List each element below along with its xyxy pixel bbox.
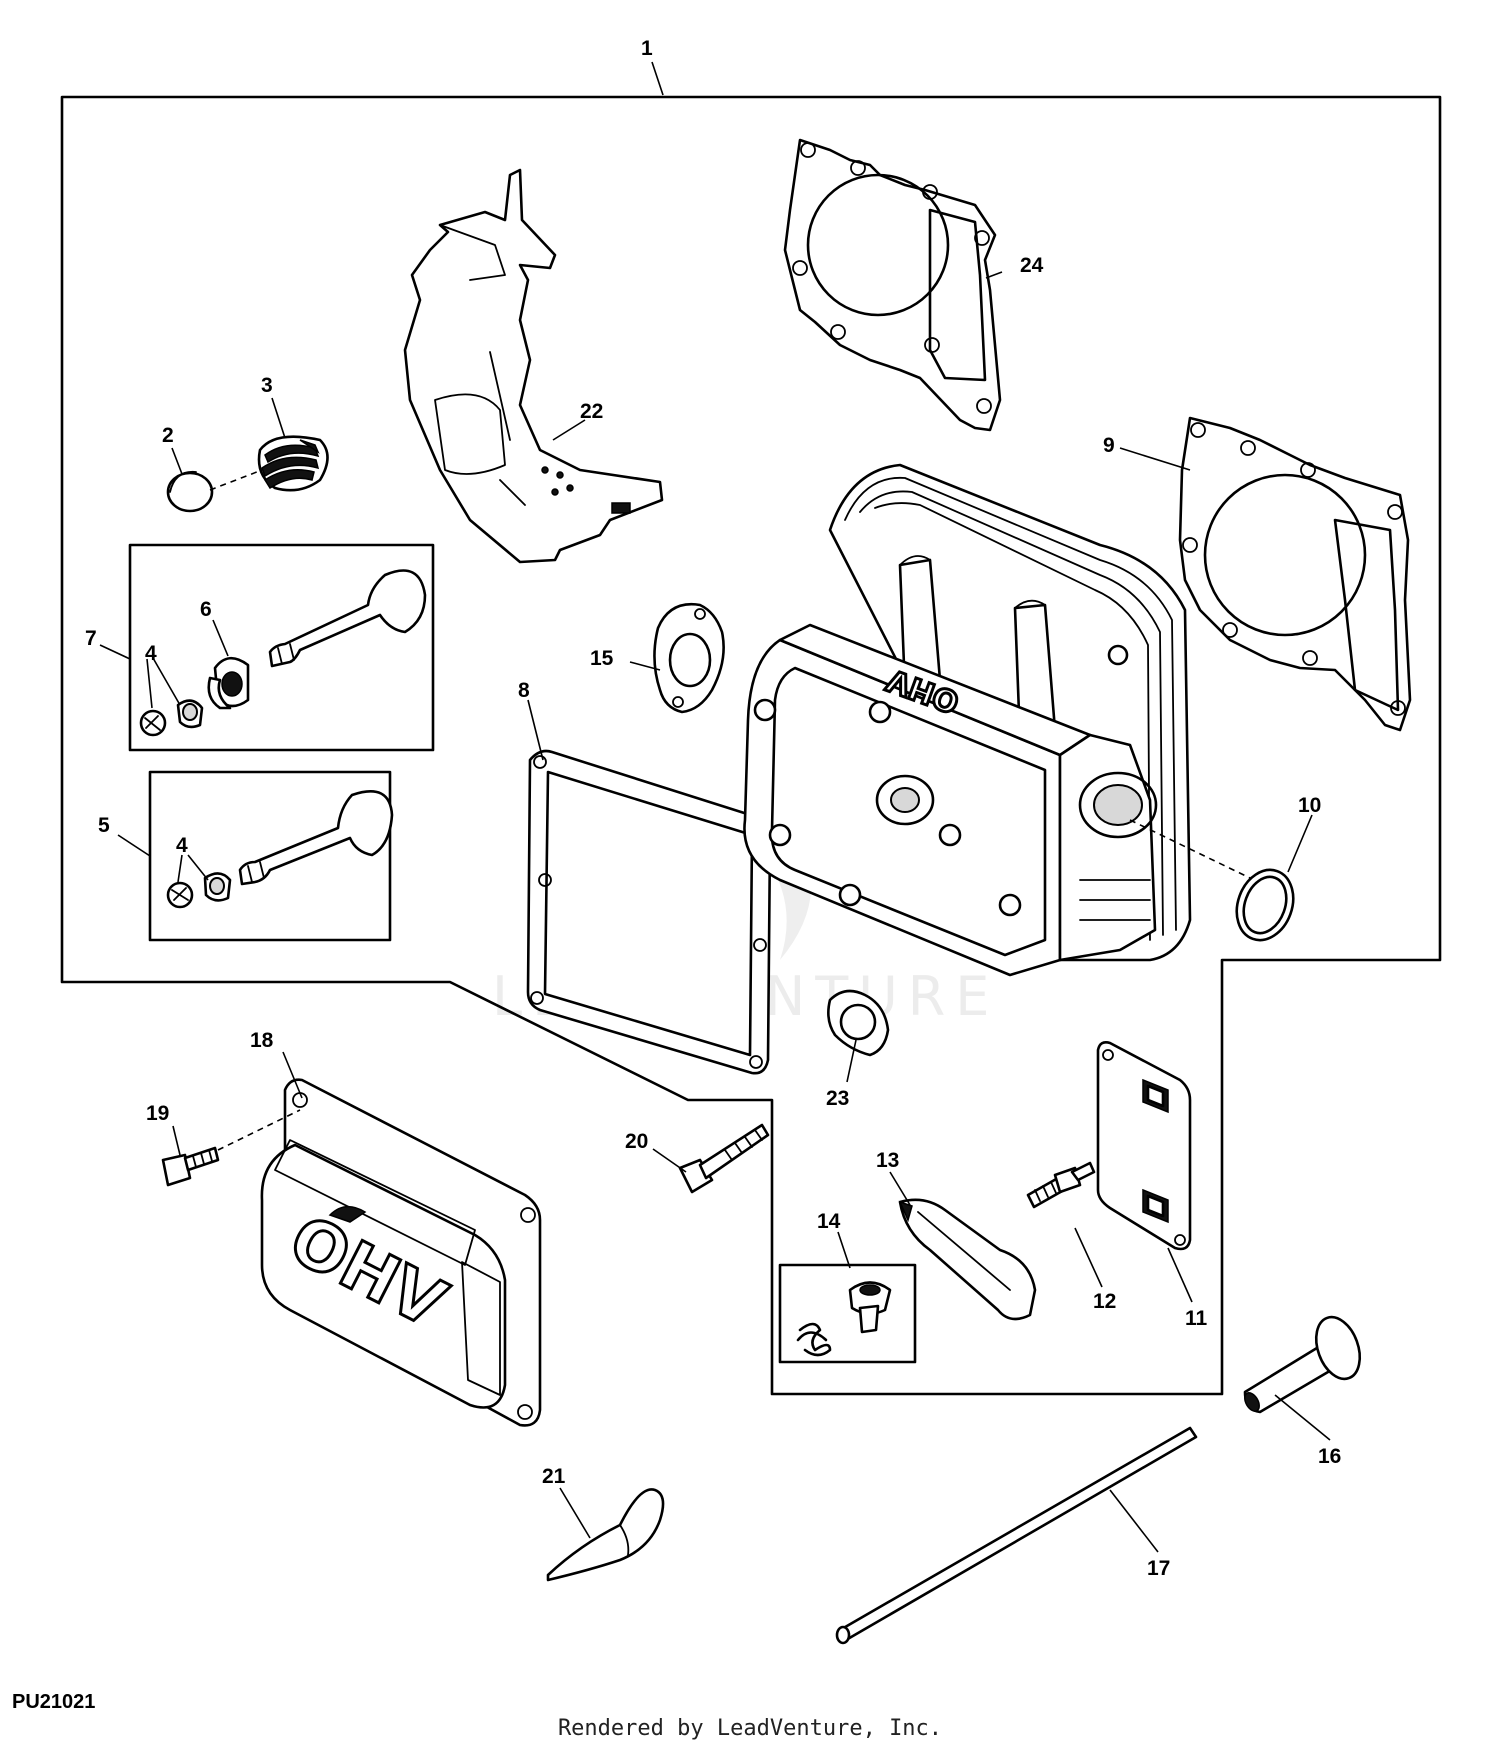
callout-16: 16	[1318, 1445, 1341, 1468]
rocker-arm-13	[898, 1198, 1037, 1321]
assembly-boundary	[60, 95, 1442, 1396]
push-rod-17	[835, 1426, 1198, 1645]
air-guide-22	[403, 168, 664, 564]
callout-23: 23	[826, 1087, 849, 1110]
spring-subassembly-box-14	[778, 1263, 917, 1364]
install-line-10	[1129, 819, 1251, 879]
valve-spring-3	[257, 435, 329, 492]
leader-lines	[99, 61, 1331, 1553]
callout-15: 15	[590, 647, 614, 670]
valve-keepers-4a	[139, 699, 204, 737]
bolt-20	[678, 1123, 770, 1194]
spring-14	[796, 1322, 832, 1357]
callout-19: 19	[146, 1102, 169, 1125]
install-line-19	[217, 1109, 301, 1151]
callout-24: 24	[1020, 254, 1044, 277]
o-ring-10	[1235, 868, 1295, 942]
callout-14: 14	[817, 1210, 841, 1233]
cylinder-head: OHV	[743, 463, 1192, 977]
callout-8: 8	[518, 679, 530, 702]
screw-19	[161, 1146, 220, 1187]
guide-plate-11	[1096, 1041, 1192, 1251]
head-gasket-24	[783, 138, 1002, 432]
valve-keepers-4b	[166, 872, 232, 909]
callout-10: 10	[1298, 794, 1321, 817]
callout-21: 21	[542, 1465, 566, 1488]
exhaust-valve	[238, 790, 394, 886]
callout-4a: 4	[145, 642, 157, 665]
tappet-16	[1243, 1315, 1362, 1414]
render-credit: Rendered by LeadVenture, Inc.	[557, 1716, 943, 1741]
callout-7: 7	[85, 627, 97, 650]
callout-2: 2	[162, 424, 174, 447]
exhaust-gasket-23	[827, 989, 890, 1057]
intake-valve	[268, 569, 427, 668]
callout-20: 20	[625, 1130, 648, 1153]
plug-2	[166, 470, 214, 513]
callout-12: 12	[1093, 1290, 1116, 1313]
pivot-14	[848, 1281, 892, 1334]
rocker-cover-18: OHV	[260, 1078, 542, 1427]
callout-9: 9	[1103, 434, 1115, 457]
head-gasket-9	[1178, 416, 1412, 732]
figure-id: PU21021	[12, 1691, 95, 1713]
rocker-stud-12	[1026, 1161, 1096, 1209]
callout-labels: 1 2 3 4 4 5 6 7 8 9 10 11 12 13 14 15 16…	[85, 37, 1341, 1580]
callout-18: 18	[250, 1029, 274, 1052]
callout-1: 1	[641, 37, 653, 60]
callout-22: 22	[580, 400, 603, 423]
callout-17: 17	[1147, 1557, 1170, 1580]
rocker-cover-gasket-8	[526, 749, 772, 1075]
valve-subassembly-box-7	[128, 543, 435, 752]
callout-4b: 4	[176, 834, 188, 857]
callout-6: 6	[200, 598, 212, 621]
callout-3: 3	[261, 374, 273, 397]
callout-11: 11	[1185, 1307, 1208, 1330]
valve-seal-6	[207, 656, 250, 710]
shield-21	[546, 1488, 665, 1582]
intake-gasket-15	[653, 602, 725, 714]
callout-5: 5	[98, 814, 110, 837]
callout-13: 13	[876, 1149, 899, 1172]
